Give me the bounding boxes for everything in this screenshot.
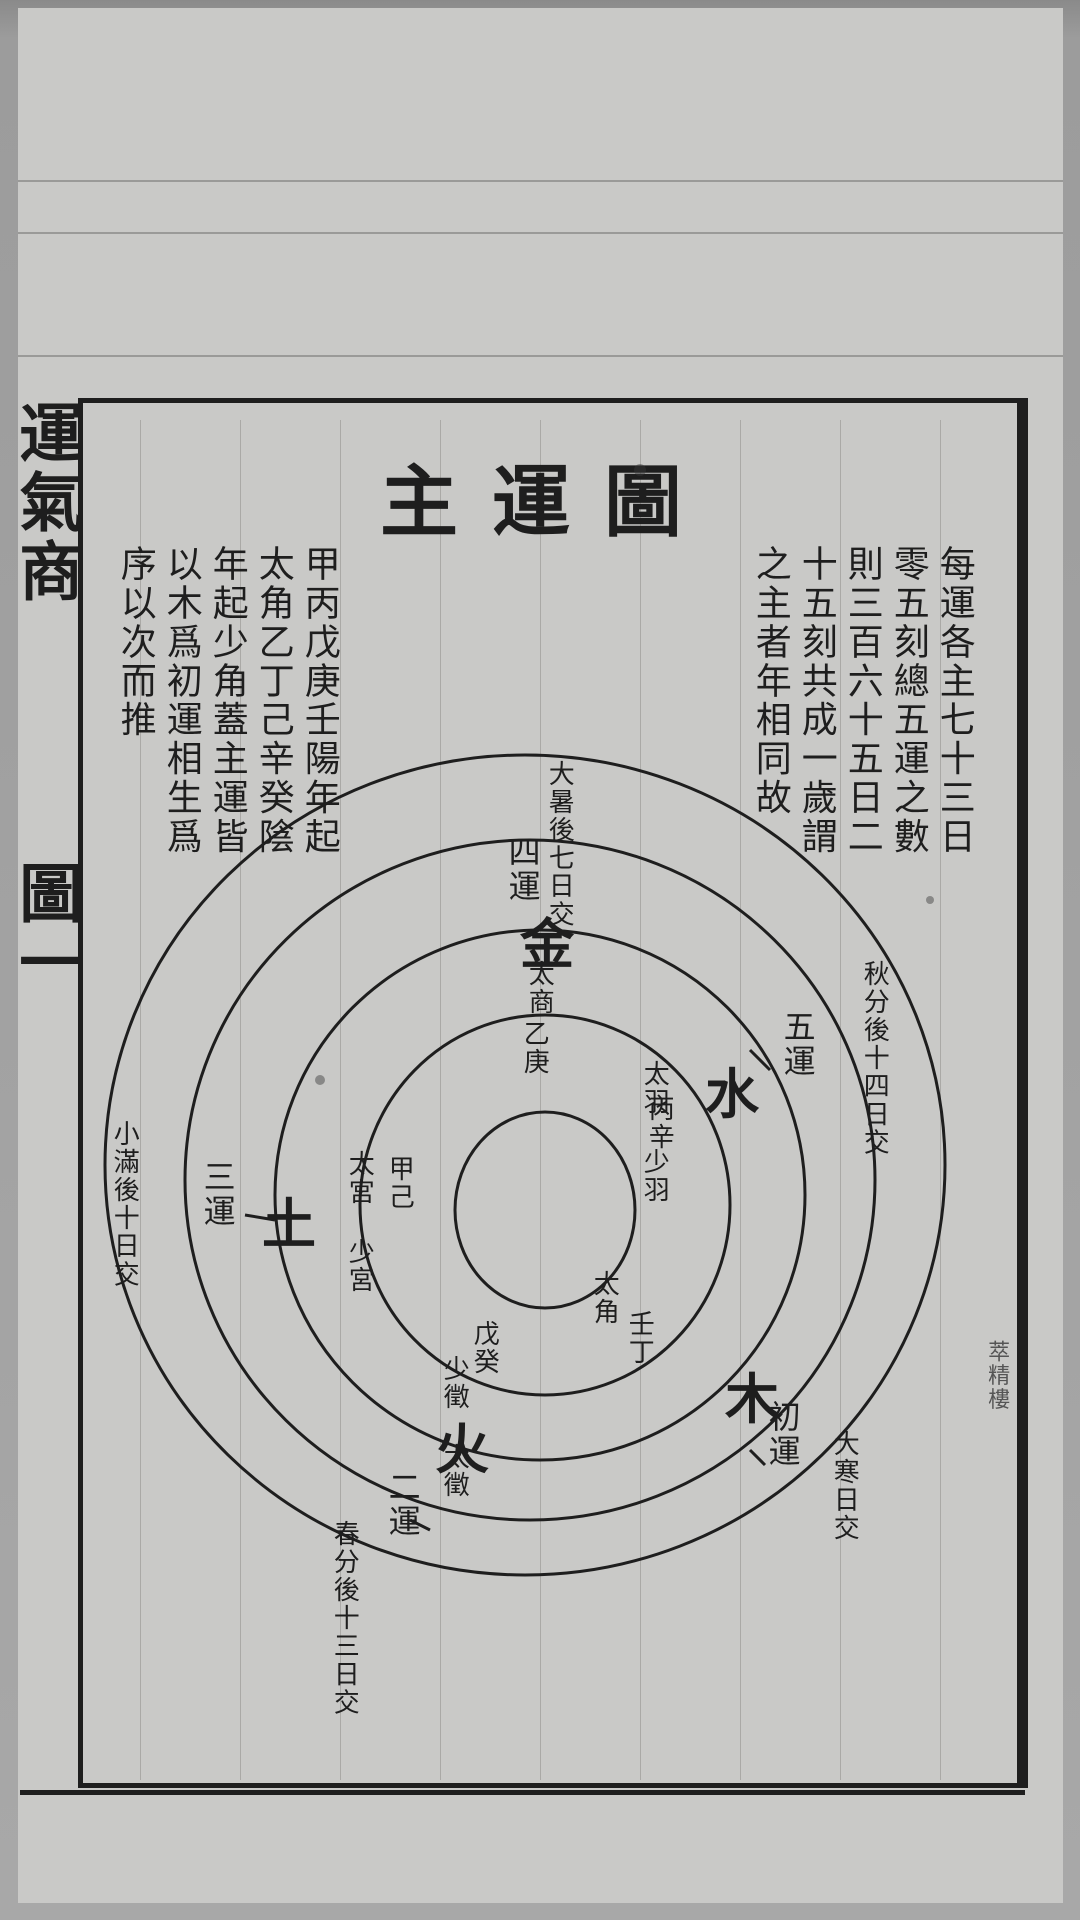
right-note-line: 十五刻共成一歲謂 [795, 545, 837, 857]
ring-innermost [453, 1110, 637, 1310]
ring-start-date-label: 秋分後十四日交 [859, 960, 890, 1157]
fold-line-3 [18, 355, 1063, 357]
ring-outer [103, 753, 947, 1577]
ring-start-date-label: 春分後十三日交 [329, 1520, 360, 1717]
left-note-line: 太角乙丁己辛癸陰 [252, 545, 294, 857]
ruled-line [340, 420, 341, 1780]
title-text: 主運圖 [380, 457, 717, 548]
ruled-line [540, 420, 541, 1780]
page-title: 主運圖 [380, 440, 716, 552]
ring-run-label: 二運 [383, 1470, 422, 1540]
ink-spot [315, 1075, 325, 1085]
right-note-line: 之主者年相同故 [749, 545, 791, 818]
ruled-line [740, 420, 741, 1780]
ring-2 [358, 1013, 732, 1397]
tick-mark [244, 1213, 276, 1222]
ring-start-date-label: 小滿後十日交 [109, 1120, 140, 1289]
ring-run-label: 五運 [778, 1010, 817, 1080]
fold-line-top [18, 180, 1063, 182]
ring-stems-label: 甲己 [384, 1155, 415, 1212]
tick-mark [409, 1518, 431, 1532]
left-note-line: 以木爲初運相生爲 [160, 545, 202, 857]
spine-page-label: 圖一 [8, 860, 84, 999]
ring-4 [183, 838, 877, 1522]
right-note-line: 零五刻總五運之數 [887, 545, 929, 857]
spine-title: 運氣商 [8, 400, 84, 608]
ring-element-label: 水 [705, 1062, 759, 1126]
ring-element-label: 金 [520, 912, 574, 976]
left-note-line: 年起少角蓋主運皆 [206, 545, 248, 857]
ruled-line [240, 420, 241, 1780]
ring-stems-label: 壬丁 [624, 1310, 655, 1367]
ring-start-date-label: 大寒日交 [829, 1430, 860, 1543]
ring-3 [273, 928, 807, 1462]
ring-element-label: 木 [725, 1367, 779, 1431]
ruled-line [640, 420, 641, 1780]
ring-element-label: 火 [435, 1417, 489, 1481]
margin-stamp: 萃精樓 [984, 1340, 1010, 1412]
right-note-line: 每運各主七十三日 [933, 545, 975, 857]
ruled-line [140, 420, 141, 1780]
frame-edge [1020, 398, 1028, 1788]
ring-tone-label: 太商 [524, 960, 555, 1017]
tick-mark [748, 1448, 767, 1467]
frame-bottom-rule [20, 1790, 1025, 1795]
ruled-line [440, 420, 441, 1780]
ring-stems-label: 戊癸 [469, 1320, 500, 1377]
ring-run-label: 初運 [763, 1400, 802, 1470]
ring-tone-label: 太宮 少宮 [344, 1150, 375, 1295]
ring-tone-label: 少徵 太徵 [439, 1355, 470, 1500]
page-frame [78, 398, 1022, 1788]
ring-tone-label: 太角 [589, 1270, 620, 1327]
ring-stems-label: 乙庚 [519, 1020, 550, 1077]
ink-spot [634, 464, 646, 476]
tick-mark [748, 1048, 772, 1072]
ring-start-date-label: 大暑後七日交 [544, 760, 575, 929]
ring-run-label: 四運 [503, 835, 542, 905]
ring-run-label: 三運 [198, 1160, 237, 1230]
right-note-line: 則三百六十五日二 [841, 545, 883, 857]
ink-spot [926, 896, 934, 904]
left-note-line: 甲丙戊庚壬陽年起 [298, 545, 340, 857]
ring-tone-label: 太羽 少羽 [639, 1060, 670, 1205]
left-note-line: 序以次而推 [114, 545, 156, 740]
fold-line-2 [18, 232, 1063, 234]
ruled-line [840, 420, 841, 1780]
ring-stems-label: 丙辛 [644, 1095, 675, 1152]
ring-element-label: 土 [262, 1192, 316, 1256]
